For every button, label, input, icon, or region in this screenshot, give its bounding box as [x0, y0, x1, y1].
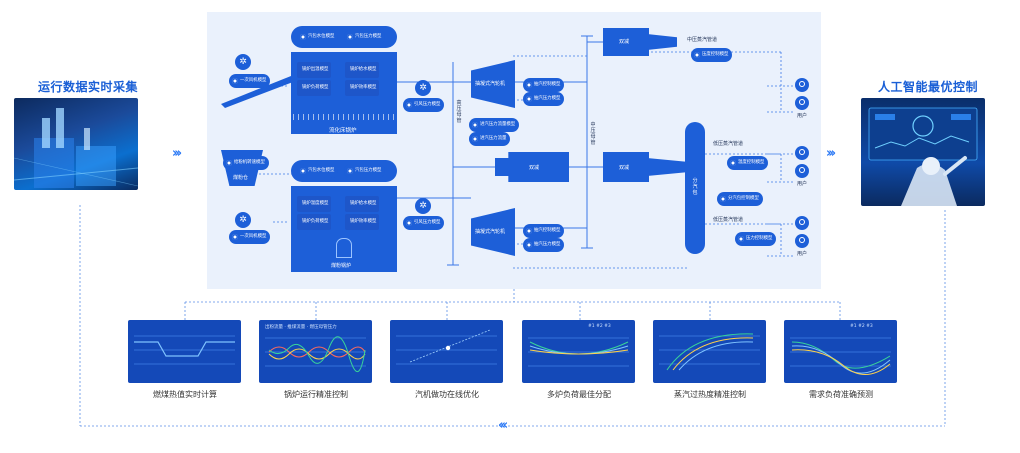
card-boiler-control: 出粉流量 · 推煤流量 · 燃压母管压力	[259, 320, 372, 383]
top-boiler-tag-1: 汽包水位模型	[297, 30, 339, 44]
top-primary-fan-tag: 一次风机模型	[229, 74, 271, 88]
legend-item: #1	[588, 324, 595, 329]
top-induced-fan-tag: 引风压力模型	[403, 98, 445, 112]
top-boiler-tag-3: 锅炉出温模型	[297, 62, 332, 78]
process-diagram: 汽包水位模型 汽包压力模型 锅炉出温模型 锅炉给水模型 锅炉负荷模型 锅炉效率模…	[207, 12, 821, 289]
card-caption-4: 多炉负荷最佳分配	[547, 390, 611, 399]
coal-bin-tag: 给粉机转速模型	[223, 156, 269, 170]
user-icon-3a	[795, 216, 809, 230]
legend-item: #2	[858, 324, 865, 329]
mp-header-label: 中压母管	[590, 122, 596, 146]
top-induced-fan-icon	[415, 80, 431, 96]
legend-item: #1	[850, 324, 857, 329]
right-panel-title: 人工智能最优控制	[878, 80, 979, 94]
user-icon-1a	[795, 78, 809, 92]
bottom-boiler-tag-4: 锅炉给水模型	[345, 196, 380, 212]
mid-desuperheater-2-label: 双减	[619, 165, 630, 171]
left-panel-title: 运行数据实时采集	[38, 80, 139, 94]
lp-line-1-label: 低压蒸汽管道	[713, 141, 744, 147]
top-boiler-conveyor	[221, 76, 293, 108]
chevron-right-icon-right: ›››	[826, 146, 836, 161]
card-caption-5: 蒸汽过热度精准控制	[674, 390, 746, 399]
chevron-right-icon-left: ›››	[172, 146, 182, 161]
coal-bin-label: 煤粉仓	[233, 175, 249, 181]
top-turbine-label: 抽凝式汽轮机	[475, 81, 506, 87]
legend-item: 推煤流量	[287, 325, 306, 330]
user-icon-1b	[795, 96, 809, 110]
bottom-turbine-label: 抽凝式汽轮机	[475, 229, 506, 235]
chevron-left-icon-bottom: ‹‹‹	[498, 418, 508, 433]
ai-control-image	[861, 98, 985, 206]
steam-distributor-label: 分汽包	[692, 178, 698, 196]
bottom-boiler-tag-6: 锅炉效率模型	[345, 214, 380, 230]
card-superheat-control	[653, 320, 766, 383]
mid-desuperheater-1-label: 双减	[529, 165, 540, 171]
user-label-2: 用户	[797, 181, 808, 187]
bottom-induced-fan-tag: 引风压力模型	[403, 216, 445, 230]
legend-item: #2	[596, 324, 603, 329]
legend-item: #3	[866, 324, 873, 329]
top-turbine-tag-1: 抽汽控制模型	[523, 78, 565, 92]
card-load-allocation: #1 #2 #3	[522, 320, 635, 383]
bottom-boiler-label: 煤粉锅炉	[331, 263, 352, 269]
bottom-boiler-tag-5: 锅炉负荷模型	[297, 214, 332, 230]
bottom-primary-fan-tag: 一次风机模型	[229, 230, 271, 244]
bottom-boiler-door	[336, 238, 352, 258]
top-primary-fan-icon	[235, 54, 251, 70]
steam-distributor	[685, 122, 705, 254]
card-coal-heat	[128, 320, 241, 383]
card-2-legend: 出粉流量 · 推煤流量 · 燃压母管压力	[265, 325, 337, 330]
user-icon-2a	[795, 146, 809, 160]
top-desuperheater-label: 双减	[619, 39, 630, 45]
legend-item: 燃压母管压力	[309, 325, 337, 330]
inlet-tag-1: 进汽压力流量模型	[469, 118, 520, 132]
top-boiler-tag-2: 汽包压力模型	[344, 30, 386, 44]
hp-header-label: 高压母管	[456, 100, 462, 124]
lp-line-1-tag: 温度控制模型	[727, 156, 769, 170]
data-collection-image	[14, 98, 138, 190]
card-caption-2: 锅炉运行精准控制	[284, 390, 348, 399]
top-boiler-grid	[293, 114, 395, 120]
legend-item: #3	[604, 324, 611, 329]
card-4-legend: #1 #2 #3	[588, 324, 611, 329]
card-6-legend: #1 #2 #3	[850, 324, 873, 329]
lp-line-2-tag: 压力控制模型	[735, 232, 777, 246]
bottom-boiler-tag-3: 锅炉温度模型	[297, 196, 332, 212]
user-icon-2b	[795, 164, 809, 178]
mid-desuperheater-2-nozzle	[647, 158, 685, 176]
card-caption-6: 需求负荷准确预测	[809, 390, 873, 399]
card-caption-3: 汽机做功在线优化	[415, 390, 479, 399]
top-turbine-tag-2: 抽汽压力模型	[523, 92, 565, 106]
mid-desuperheater-2	[603, 152, 649, 182]
user-label-1: 用户	[797, 113, 808, 119]
legend-item: 出粉流量	[265, 325, 283, 330]
top-desuperheater	[603, 28, 649, 56]
lp-line-2-label: 低压蒸汽管道	[713, 217, 744, 223]
top-boiler-tag-5: 锅炉负荷模型	[297, 80, 332, 96]
top-boiler-tag-4: 锅炉给水模型	[345, 62, 380, 78]
bottom-turbine-tag-2: 抽汽压力模型	[523, 238, 565, 252]
bottom-primary-fan-icon	[235, 212, 251, 228]
mp-line-tag: 压度控制模型	[691, 48, 733, 62]
user-icon-3b	[795, 234, 809, 248]
inlet-tag-2: 进汽压力流量	[469, 132, 511, 146]
card-caption-1: 燃煤热值实时计算	[153, 390, 217, 399]
mp-line-label: 中压蒸汽管道	[687, 37, 718, 43]
distributor-tag: 分汽包控制模型	[717, 192, 763, 206]
top-boiler-tag-6: 锅炉效率模型	[345, 80, 380, 96]
bottom-boiler-tag-2: 汽包压力模型	[344, 164, 386, 178]
bottom-turbine-tag-1: 抽汽控制模型	[523, 224, 565, 238]
top-desuperheater-nozzle	[647, 34, 677, 50]
bottom-induced-fan-icon	[415, 198, 431, 214]
card-turbine-optimize	[390, 320, 503, 383]
bottom-boiler-tag-1: 汽包水位模型	[297, 164, 339, 178]
user-label-3: 用户	[797, 251, 808, 257]
top-boiler-label: 流化床锅炉	[329, 128, 357, 134]
card-demand-forecast: #1 #2 #3	[784, 320, 897, 383]
